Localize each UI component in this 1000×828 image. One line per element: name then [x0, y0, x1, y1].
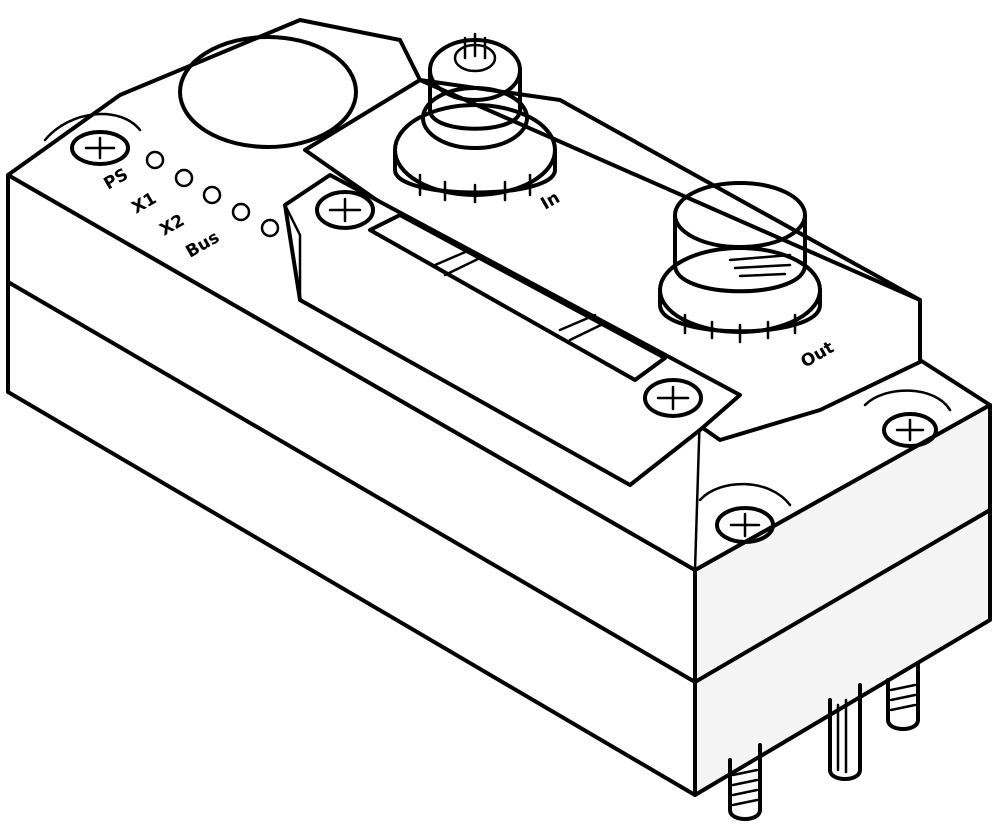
cover-screw-bottom	[643, 378, 703, 418]
sealing-cap-top	[178, 35, 358, 149]
led-x1	[174, 168, 194, 188]
mounting-screw-right-top	[863, 389, 952, 448]
connector-out: Out	[658, 181, 838, 372]
cover-plate	[283, 173, 742, 487]
led-bus-1	[231, 202, 251, 222]
led-ps	[145, 150, 165, 170]
mounting-screw-left	[43, 112, 142, 166]
mounting-screw-right-bottom	[698, 482, 792, 544]
led-x2	[202, 185, 222, 205]
cover-screw-top	[315, 190, 375, 230]
led-bus-2	[260, 218, 280, 238]
bottom-pins	[728, 663, 920, 821]
connector-plate	[303, 78, 922, 442]
